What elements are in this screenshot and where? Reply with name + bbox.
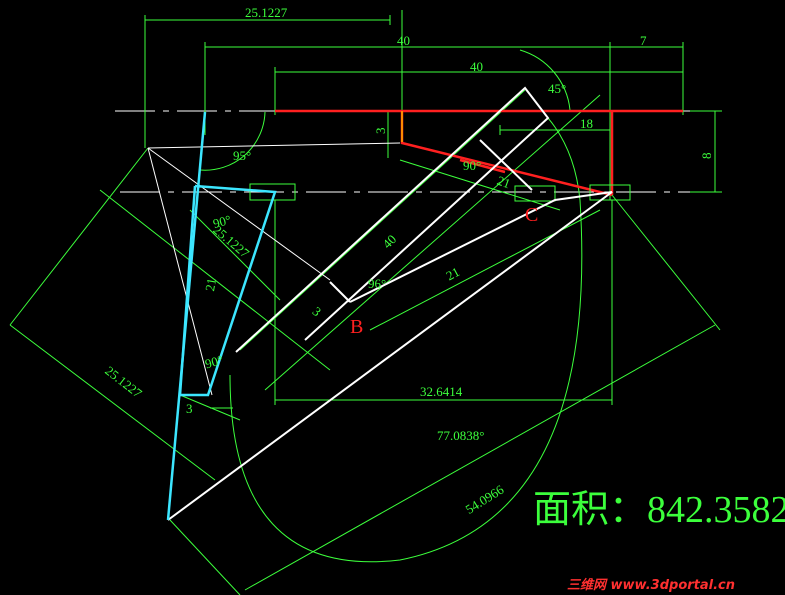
dim-3-left: 3 bbox=[373, 128, 388, 135]
dim-32: 32.6414 bbox=[420, 384, 463, 399]
dim-40-diag: 40 bbox=[379, 232, 399, 252]
dim-96-deg: 96° bbox=[368, 276, 386, 291]
area-result: 面积：842.3582 bbox=[533, 489, 785, 531]
dim-21-cyan: 21 bbox=[202, 277, 219, 292]
centerlines bbox=[115, 110, 720, 193]
dim-3-mid: 3 bbox=[310, 304, 325, 320]
white-links bbox=[167, 86, 613, 521]
dim-95-deg: 95° bbox=[233, 148, 251, 163]
dim-54: 54.0966 bbox=[463, 481, 507, 516]
dim-8: 8 bbox=[699, 153, 714, 160]
pin-right bbox=[589, 184, 631, 201]
dim-90-deg-cyan: 90° bbox=[211, 212, 232, 231]
dim-21-white: 21 bbox=[444, 264, 463, 283]
dim-7: 7 bbox=[640, 33, 647, 48]
dim-21-red: 21 bbox=[495, 173, 512, 192]
dim-90-deg-bottom: 90° bbox=[203, 352, 224, 371]
cyan-link bbox=[166, 111, 277, 521]
point-label-c: C bbox=[525, 204, 538, 226]
dim-25-top: 25.1227 bbox=[245, 5, 288, 20]
white-link-c bbox=[479, 139, 533, 191]
white-link-bc bbox=[167, 191, 613, 521]
pin-mid bbox=[514, 185, 556, 202]
dim-25-left: 25.1227 bbox=[102, 363, 145, 401]
dim-25-cyan: 25.1227 bbox=[210, 222, 252, 261]
dimension-texts: 25.1227 40 7 40 45° 3 18 8 95° 90° 21 90… bbox=[102, 5, 714, 517]
white-thin-lines bbox=[147, 142, 401, 396]
watermark-text: 三维网 www.3dportal.cn bbox=[567, 577, 735, 593]
red-profile bbox=[275, 109, 683, 197]
dim-77-deg: 77.0838° bbox=[437, 428, 484, 443]
dim-90-deg-red: 90° bbox=[463, 158, 481, 173]
dim-45-deg: 45° bbox=[548, 81, 566, 96]
dimension-lines bbox=[9, 10, 722, 595]
point-label-b: B bbox=[350, 316, 363, 338]
white-link-40 bbox=[329, 281, 351, 303]
dim-18: 18 bbox=[580, 116, 593, 131]
watermark-bg bbox=[562, 572, 785, 595]
dim-3-bottom: 3 bbox=[186, 401, 193, 416]
dim-40-upper: 40 bbox=[397, 33, 410, 48]
white-link-upper bbox=[235, 86, 550, 353]
dim-40-lower: 40 bbox=[470, 59, 483, 74]
